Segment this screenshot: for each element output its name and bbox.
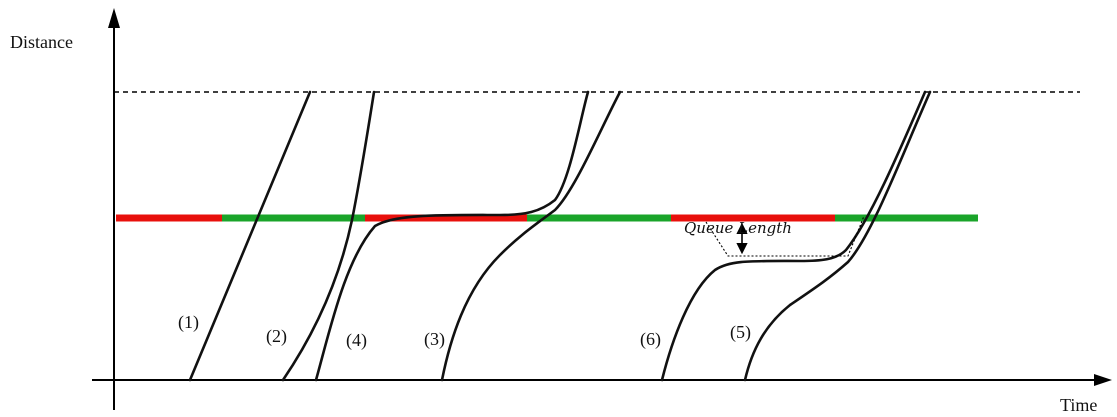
trajectory-5 — [743, 90, 932, 382]
queue-length-annotation: Queue Length — [684, 215, 865, 257]
trajectory-label-5: (5) — [730, 322, 751, 343]
trajectory-4 — [314, 90, 590, 382]
trajectory-2 — [281, 90, 376, 382]
trajectory-label-1: (1) — [178, 312, 199, 333]
vehicle-trajectories — [188, 90, 932, 382]
trajectory-6 — [660, 90, 927, 382]
trajectory-label-3: (3) — [424, 329, 445, 350]
trajectory-label-6: (6) — [640, 329, 661, 350]
trajectory-1 — [188, 90, 312, 382]
trajectory-label-2: (2) — [266, 326, 287, 347]
x-axis-label: Time — [1060, 395, 1097, 415]
queue-boundary-dotted — [705, 215, 865, 257]
trajectory-3 — [440, 90, 622, 382]
y-axis-label: Distance — [10, 32, 73, 52]
x-axis-arrow-icon — [1094, 374, 1112, 386]
y-axis-arrow-icon — [108, 8, 120, 28]
queue-length-label: Queue Length — [684, 219, 792, 237]
trajectory-label-4: (4) — [346, 330, 367, 351]
